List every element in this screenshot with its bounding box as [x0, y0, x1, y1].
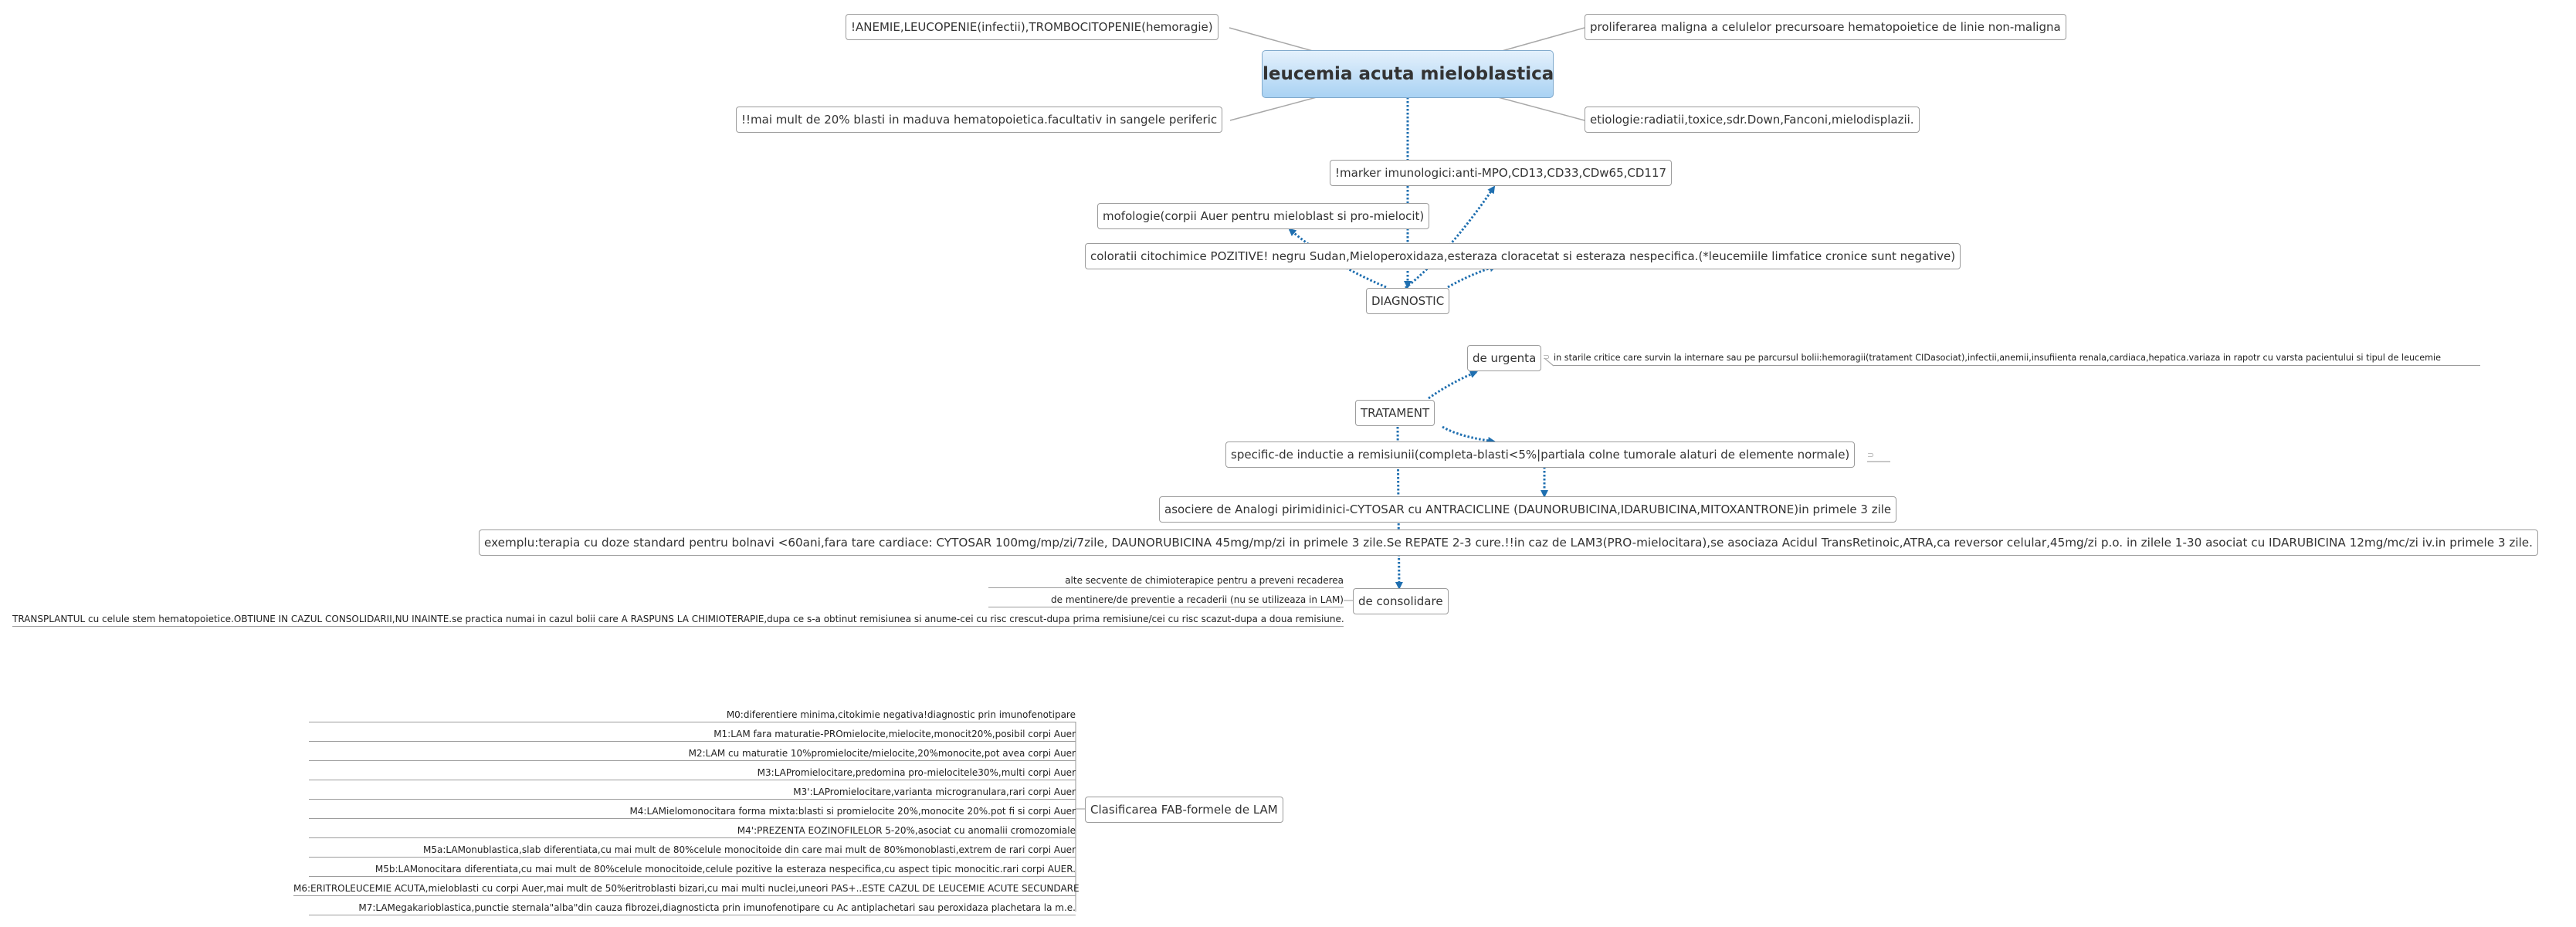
fab-item: M3:LAPromielocitare,predomina pro-mieloc…: [309, 766, 1076, 780]
arrow-tratament-to-inductie: [1442, 425, 1496, 445]
fab-item: M6:ERITROLEUCEMIE ACUTA,mieloblasti cu c…: [293, 881, 1080, 896]
fab-item: M0:diferentiere minima,citokimie negativ…: [309, 708, 1076, 722]
diagnostic-node[interactable]: DIAGNOSTIC: [1366, 288, 1450, 314]
asociere-node[interactable]: asociere de Analogi pirimidinici-CYTOSAR…: [1159, 496, 1897, 523]
fab-item: M3':LAPromielocitare,varianta microgranu…: [309, 785, 1076, 800]
urgenta-detail: in starile critice care survin la intern…: [1554, 351, 2480, 366]
consolidare-item: alte secvente de chimioterapice pentru a…: [988, 573, 1344, 588]
inductie-collapse-toggle[interactable]: ⊃: [1867, 450, 1875, 460]
top-node-definition[interactable]: proliferarea maligna a celulelor precurs…: [1585, 14, 2066, 40]
tratament-node[interactable]: TRATAMENT: [1355, 400, 1435, 426]
fab-item: M1:LAM fara maturatie-PROmielocite,mielo…: [309, 727, 1076, 742]
urgenta-node[interactable]: de urgenta: [1467, 345, 1542, 371]
consolidare-item: de mentinere/de preventie a recaderii (n…: [988, 593, 1344, 607]
exemplu-node[interactable]: exemplu:terapia cu doze standard pentru …: [479, 529, 2538, 556]
urgenta-collapse-toggle[interactable]: ⊃: [1543, 352, 1551, 362]
top-node-consequences[interactable]: !ANEMIE,LEUCOPENIE(infectii),TROMBOCITOP…: [846, 14, 1219, 40]
connector-top-left: [1229, 27, 1313, 52]
root-connectors: [1229, 27, 1585, 121]
arrow-diagnostic-to-coloratii: [1447, 264, 1497, 289]
fab-item: M4':PREZENTA EOZINOFILELOR 5-20%,asociat…: [309, 824, 1076, 838]
arrow-diagnostic-to-marker: [1405, 185, 1496, 289]
urgenta-detail-connector: [1544, 357, 1554, 367]
diagnostic-marker-node[interactable]: !marker imunologici:anti-MPO,CD13,CD33,C…: [1330, 160, 1673, 186]
fab-item: M7:LAMegakarioblastica,punctie sternala"…: [309, 901, 1076, 915]
root-topic[interactable]: leucemia acuta mieloblastica: [1262, 50, 1554, 98]
top-node-blasts[interactable]: !!mai mult de 20% blasti in maduva hemat…: [736, 107, 1223, 133]
branch-lines: [1075, 357, 1890, 912]
arrow-tratament-to-urgenta: [1428, 370, 1478, 400]
diagnostic-morfologie-node[interactable]: mofologie(corpii Auer pentru mieloblast …: [1097, 203, 1430, 229]
inductie-node[interactable]: specific-de inductie a remisiunii(comple…: [1225, 442, 1856, 468]
consolidare-item: TRANSPLANTUL cu celule stem hematopoieti…: [12, 612, 1344, 627]
connector-bottom-right: [1497, 96, 1585, 121]
fab-item: M4:LAMielomonocitara forma mixta:blasti …: [309, 804, 1076, 819]
consolidare-node[interactable]: de consolidare: [1353, 588, 1449, 614]
fab-item: M2:LAM cu maturatie 10%promielocite/miel…: [309, 746, 1076, 761]
fab-item: M5a:LAMonublastica,slab diferentiata,cu …: [309, 843, 1076, 858]
top-node-etiology[interactable]: etiologie:radiatii,toxice,sdr.Down,Fanco…: [1585, 107, 1920, 133]
connector-bottom-left: [1229, 96, 1317, 121]
connector-top-right: [1501, 27, 1585, 52]
fab-item: M5b:LAMonocitara diferentiata,cu mai mul…: [309, 862, 1076, 877]
fab-node[interactable]: Clasificarea FAB-formele de LAM: [1085, 797, 1283, 823]
diagnostic-coloratii-node[interactable]: coloratii citochimice POZITIVE! negru Su…: [1085, 243, 1961, 269]
